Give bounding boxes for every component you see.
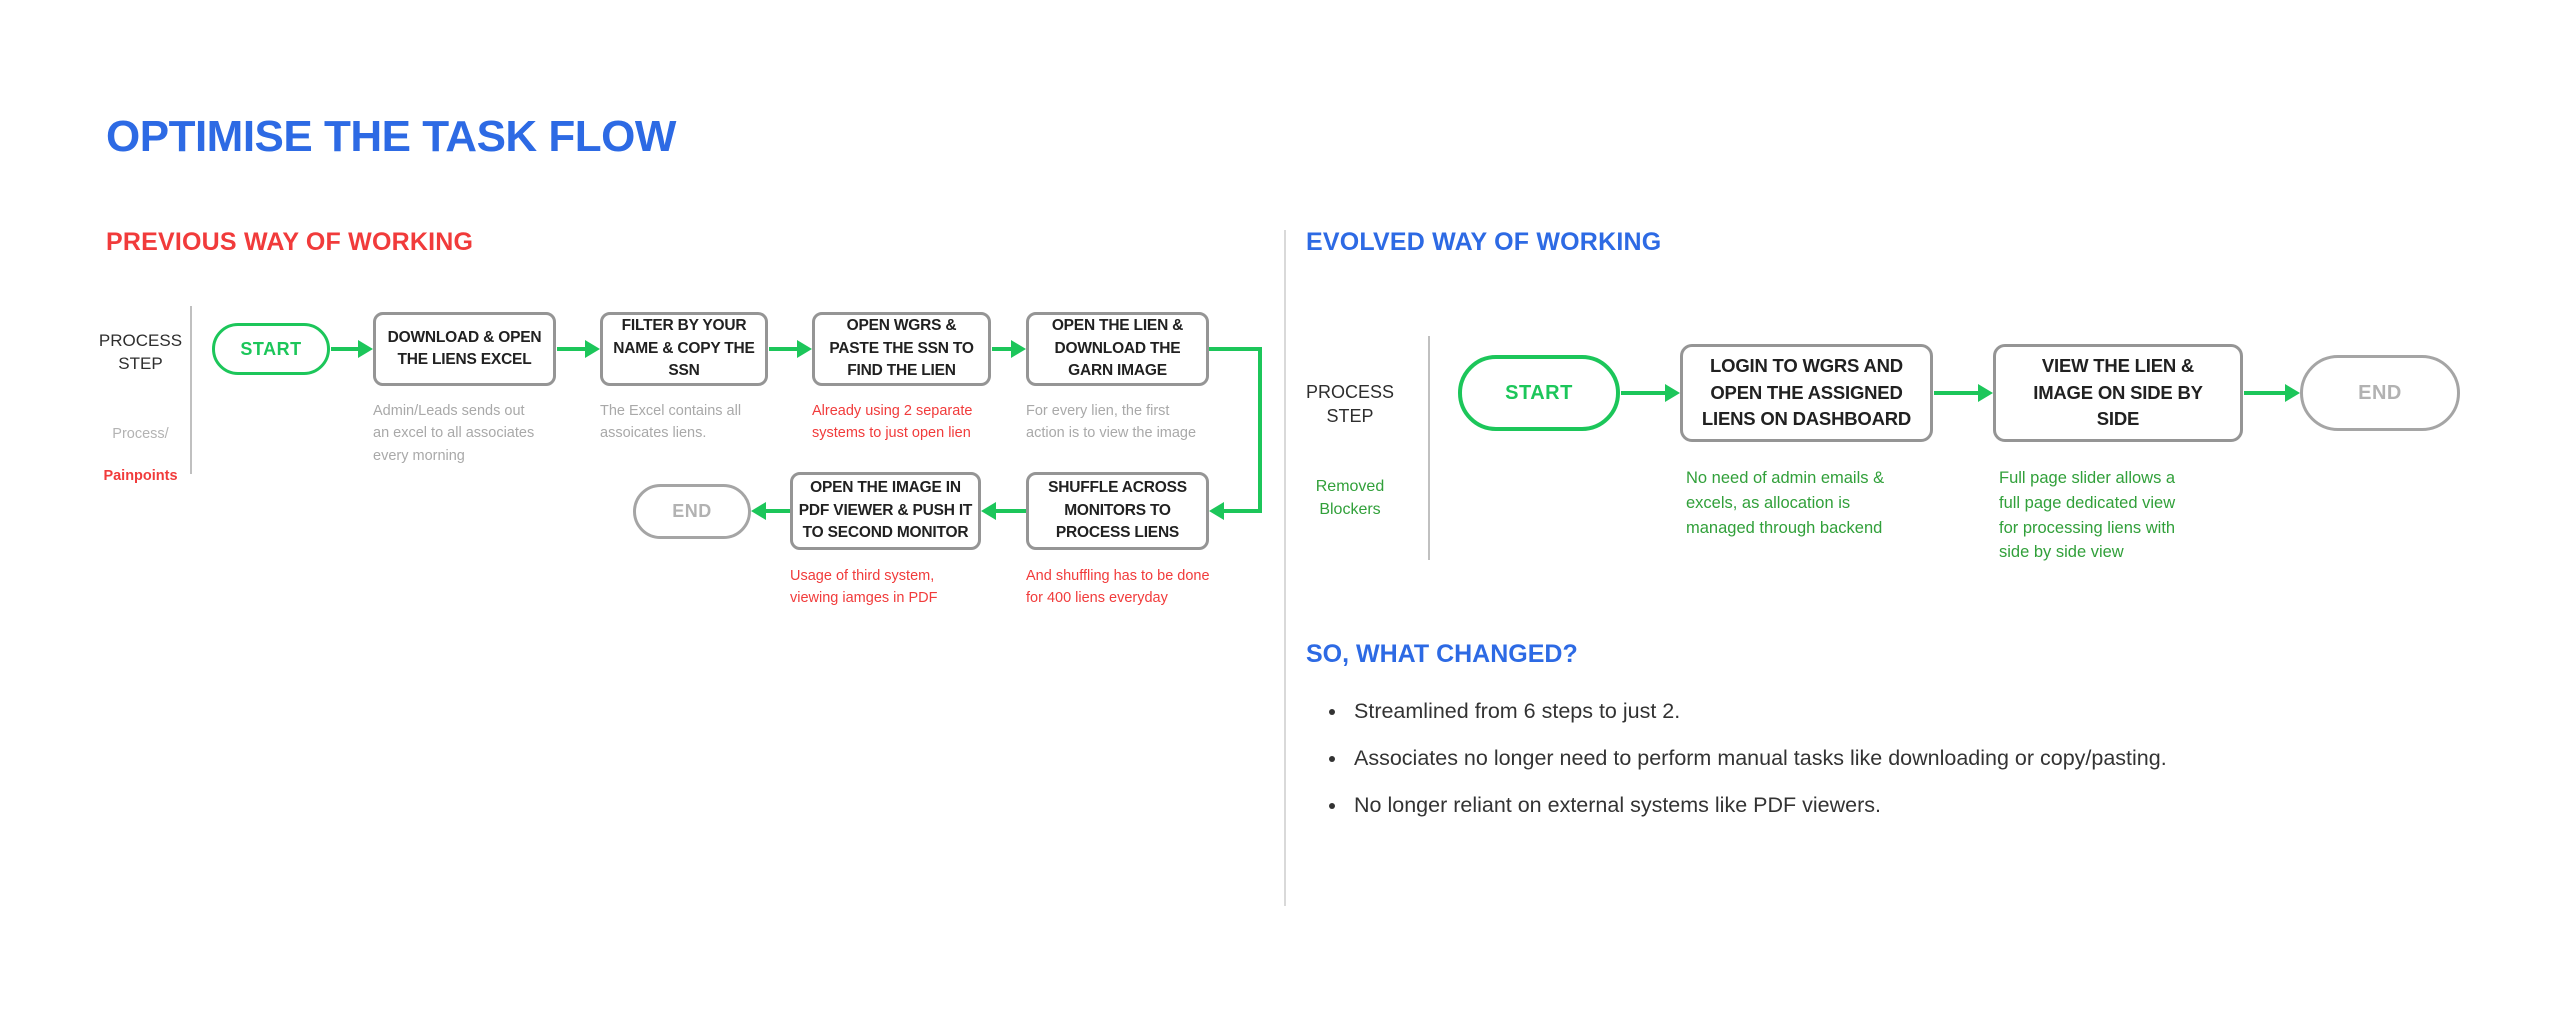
arrow-left-icon [1209, 502, 1262, 520]
previous-section-title: PREVIOUS WAY OF WORKING [106, 228, 474, 256]
page-title: OPTIMISE THE TASK FLOW [106, 112, 676, 161]
arrow-right-icon [769, 340, 812, 358]
step-open-image-pdf-viewer: OPEN THE IMAGE IN PDF VIEWER & PUSH IT T… [790, 472, 981, 550]
note-excel-contains: The Excel contains all assoicates liens. [600, 403, 742, 442]
note-third-system: Usage of third system, viewing iamges in… [790, 568, 938, 607]
note-shuffling-400-liens: And shuffling has to be done for 400 lie… [1026, 568, 1210, 607]
arrow-left-icon [751, 502, 790, 520]
step-open-lien-download-garn: OPEN THE LIEN & DOWNLOAD THE GARN IMAGE [1026, 312, 1209, 386]
changed-bullet-item: Streamlined from 6 steps to just 2. [1348, 698, 2506, 725]
arrow-right-icon [1934, 384, 1993, 402]
arrow-right-icon [557, 340, 600, 358]
evolved-start-node: START [1458, 355, 1620, 431]
changed-section-title: SO, WHAT CHANGED? [1306, 640, 1578, 668]
evolved-section-title: EVOLVED WAY OF WORKING [1306, 228, 1662, 256]
arrow-right-icon [331, 340, 373, 358]
arrow-left-icon [981, 502, 1026, 520]
changed-bullet-list: Streamlined from 6 steps to just 2. Asso… [1306, 698, 2506, 839]
note-two-systems: Already using 2 separate systems to just… [812, 403, 973, 442]
legend-process-label: Process/ [112, 426, 169, 443]
changed-bullet-item: No longer reliant on external systems li… [1348, 792, 2506, 819]
evolved-row-label: PROCESS STEP [1305, 382, 1395, 427]
step-open-wgrs-paste-ssn: OPEN WGRS & PASTE THE SSN TO FIND THE LI… [812, 312, 991, 386]
previous-end-node: END [633, 484, 751, 539]
changed-bullet-item: Associates no longer need to perform man… [1348, 745, 2506, 772]
arrow-right-icon [1621, 384, 1680, 402]
previous-start-node: START [212, 323, 330, 375]
legend-painpoints-label: Painpoints [103, 468, 178, 485]
note-view-image-first: For every lien, the first action is to v… [1026, 403, 1197, 442]
note-full-page-slider: Full page slider allows a full page dedi… [1999, 469, 2176, 562]
arrow-right-icon [2244, 384, 2300, 402]
connector-line [1258, 347, 1262, 513]
previous-legend: Process/ Painpoints [88, 403, 193, 508]
step-download-open-excel: DOWNLOAD & OPEN THE LIENS EXCEL [373, 312, 556, 386]
previous-row-label: PROCESS STEP [98, 331, 183, 373]
step-filter-copy-ssn: FILTER BY YOUR NAME & COPY THE SSN [600, 312, 768, 386]
evolved-end-node: END [2300, 355, 2460, 431]
note-admin-leads: Admin/Leads sends out an excel to all as… [373, 403, 535, 464]
connector-line [1209, 347, 1262, 351]
evolved-label-rule [1428, 336, 1430, 560]
note-no-admin-emails: No need of admin emails & excels, as all… [1686, 469, 1885, 537]
step-view-lien-side-by-side: VIEW THE LIEN & IMAGE ON SIDE BY SIDE [1993, 344, 2243, 442]
previous-label-rule [190, 306, 192, 474]
step-shuffle-monitors: SHUFFLE ACROSS MONITORS TO PROCESS LIENS [1026, 472, 1209, 550]
evolved-legend: Removed Blockers [1315, 478, 1385, 519]
step-login-wgrs-dashboard: LOGIN TO WGRS AND OPEN THE ASSIGNED LIEN… [1680, 344, 1933, 442]
column-divider [1284, 230, 1286, 906]
arrow-right-icon [992, 340, 1026, 358]
